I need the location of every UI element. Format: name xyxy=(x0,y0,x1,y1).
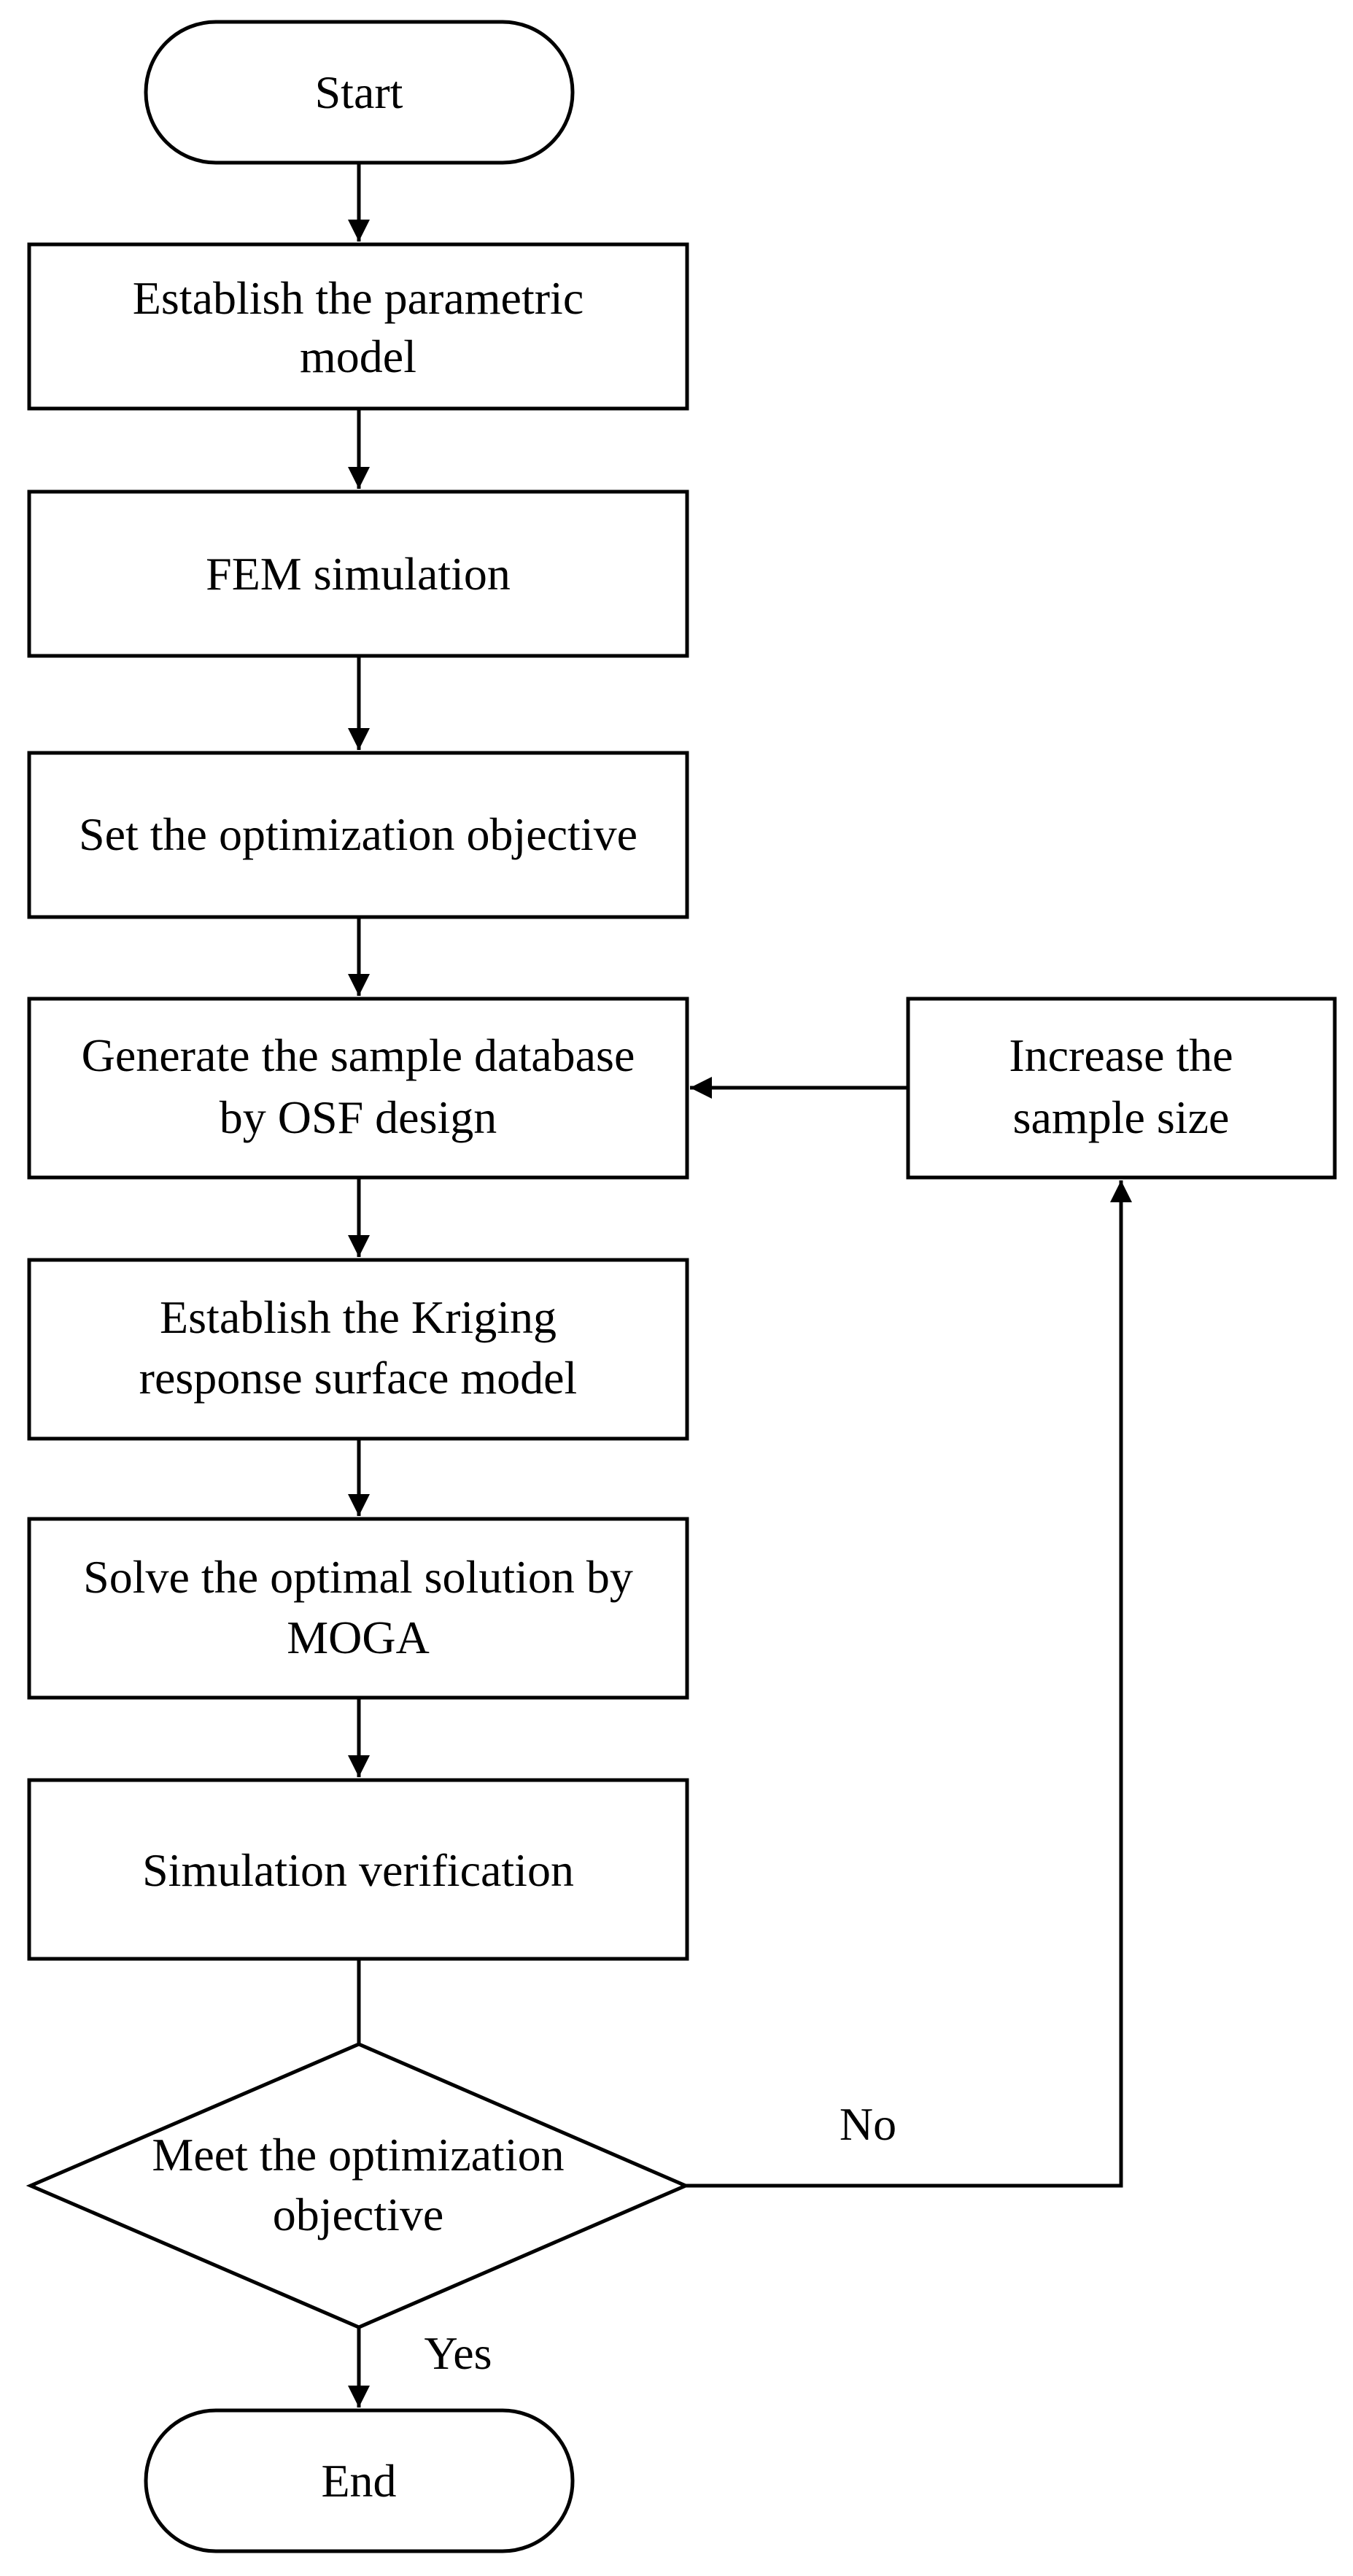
step-increase-sample-size: Increase the sample size xyxy=(906,997,1337,1180)
step-increase-sample-size-line1: Increase the xyxy=(1009,1029,1233,1081)
end-node: End xyxy=(144,2408,575,2553)
start-label: Start xyxy=(315,66,403,118)
decision-meet-objective: Meet the optimization objective xyxy=(26,2042,691,2329)
step-generate-sample-database-line2: by OSF design xyxy=(220,1091,497,1143)
step-establish-parametric-model-line1: Establish the parametric xyxy=(133,272,584,324)
step-establish-kriging-model: Establish the Kriging response surface m… xyxy=(27,1258,689,1441)
step-establish-kriging-model-line1: Establish the Kriging xyxy=(160,1291,557,1343)
step-set-optimization-objective-label: Set the optimization objective xyxy=(79,808,637,860)
step-simulation-verification-label: Simulation verification xyxy=(142,1844,574,1896)
step-solve-optimal-solution-line1: Solve the optimal solution by xyxy=(83,1551,633,1603)
step-generate-sample-database: Generate the sample database by OSF desi… xyxy=(27,997,689,1180)
start-node: Start xyxy=(144,20,575,165)
step-solve-optimal-solution-line2: MOGA xyxy=(287,1612,430,1663)
end-label: End xyxy=(321,2455,396,2507)
decision-meet-objective-line1: Meet the optimization xyxy=(152,2129,564,2181)
step-set-optimization-objective: Set the optimization objective xyxy=(27,751,689,919)
decision-meet-objective-line2: objective xyxy=(273,2189,444,2240)
step-simulation-verification: Simulation verification xyxy=(27,1778,689,1961)
step-generate-sample-database-line1: Generate the sample database xyxy=(82,1029,635,1081)
step-fem-simulation: FEM simulation xyxy=(27,490,689,658)
edge-decision-no xyxy=(686,1180,1132,2188)
step-establish-parametric-model: Establish the parametric model xyxy=(27,242,689,411)
step-establish-parametric-model-line2: model xyxy=(300,330,416,382)
edge-label-no: No xyxy=(840,2098,896,2150)
step-solve-optimal-solution: Solve the optimal solution by MOGA xyxy=(27,1517,689,1700)
step-fem-simulation-label: FEM simulation xyxy=(206,548,511,600)
edge-label-yes: Yes xyxy=(424,2327,492,2379)
step-increase-sample-size-line2: sample size xyxy=(1013,1091,1230,1143)
step-establish-kriging-model-line2: response surface model xyxy=(139,1352,578,1404)
